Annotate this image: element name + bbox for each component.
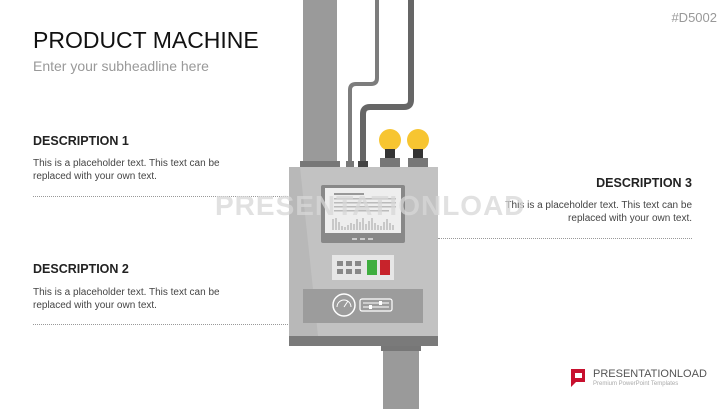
- logo-name: PRESENTATIONLOAD: [593, 368, 707, 380]
- description-3-text: This is a placeholder text. This text ca…: [505, 200, 692, 224]
- button-panel: [332, 255, 394, 280]
- screen: [321, 185, 405, 243]
- watermark: PRESENTATIONLOAD: [215, 190, 526, 221]
- gauge-icon: [332, 293, 356, 317]
- divider: [33, 196, 288, 197]
- slide-code: #D5002: [671, 10, 717, 25]
- slider-icon: [359, 298, 393, 312]
- description-2-text: This is a placeholder text. This text ca…: [33, 287, 220, 311]
- lightbulb-icon: [379, 129, 401, 158]
- description-3-title: DESCRIPTION 3: [596, 176, 692, 190]
- description-1-title: DESCRIPTION 1: [33, 134, 129, 148]
- lightbulb-icon: [407, 129, 429, 158]
- description-1-text: This is a placeholder text. This text ca…: [33, 158, 220, 182]
- description-2-title: DESCRIPTION 2: [33, 262, 129, 276]
- divider: [438, 238, 692, 239]
- page-subtitle: Enter your subheadline here: [33, 58, 209, 74]
- logo-tagline: Premium PowerPoint Templates: [593, 381, 679, 387]
- presentationload-logo: PRESENTATIONLOAD Premium PowerPoint Temp…: [569, 367, 707, 394]
- divider: [33, 324, 288, 325]
- page-title: PRODUCT MACHINE: [33, 27, 259, 53]
- logo-mark-icon: [571, 369, 585, 387]
